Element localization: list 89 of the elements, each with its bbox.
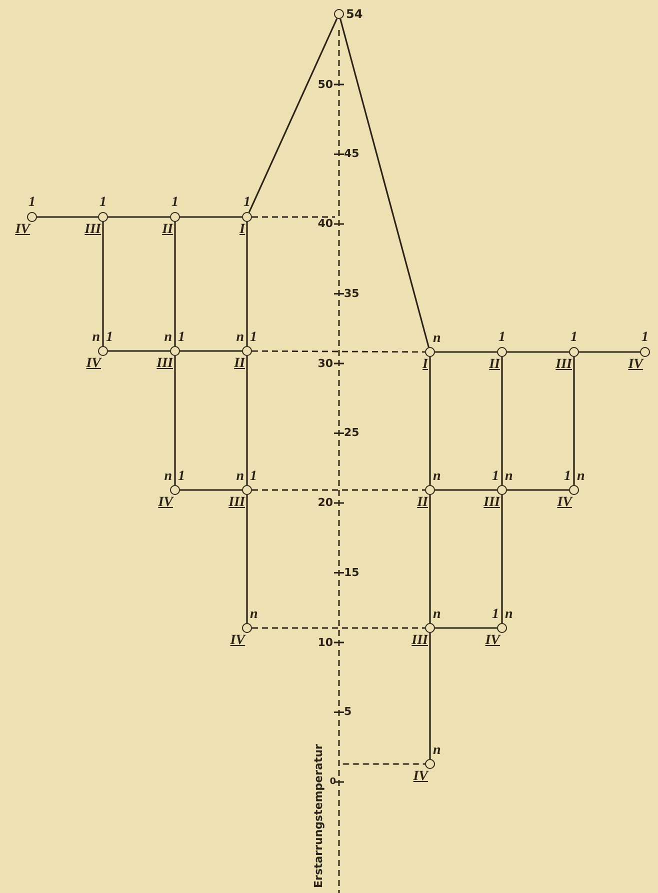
stage-numeral: III: [84, 223, 101, 237]
connector-line: [37, 216, 98, 218]
count-label: 1: [492, 608, 499, 622]
connector-line: [573, 357, 575, 485]
connector-line: [174, 222, 176, 346]
count-label: n: [164, 470, 172, 484]
tick-label: 10: [318, 636, 333, 648]
tick-label: 45: [344, 148, 360, 160]
count-label: 1: [250, 470, 257, 484]
connector-line: [180, 350, 242, 352]
dashed-connector: [252, 350, 425, 353]
stage-numeral: III: [156, 357, 173, 371]
connector-line: [180, 216, 242, 218]
dashed-connector: [252, 489, 425, 491]
tick-label: 35: [344, 288, 360, 299]
connector-line: [102, 222, 104, 346]
count-label: 1: [178, 470, 185, 484]
count-label: 1: [492, 470, 499, 484]
count-label: 1: [498, 331, 506, 345]
stage-numeral: III: [484, 496, 500, 510]
count-label: n: [433, 608, 441, 622]
stage-numeral: II: [417, 496, 428, 510]
count-label: 1: [642, 331, 648, 345]
count-label: n: [92, 331, 100, 345]
connector-line: [246, 495, 248, 623]
tick-label: 15: [344, 566, 360, 578]
connector-line: [174, 356, 176, 485]
axis-title: Erstarrungstemperatur: [313, 744, 324, 888]
count-label: n: [433, 470, 441, 484]
stage-numeral: IV: [413, 770, 428, 784]
count-label: n: [164, 331, 172, 345]
connector-line: [248, 18, 338, 213]
connector-line: [435, 351, 497, 353]
stage-numeral: I: [240, 223, 245, 237]
connector-line: [501, 495, 503, 623]
connector-line: [435, 489, 497, 491]
count-label: 1: [28, 196, 36, 210]
stage-numeral: I: [422, 358, 428, 372]
tick-label: 40: [318, 218, 333, 229]
connector-line: [429, 633, 431, 759]
stage-numeral: II: [489, 358, 500, 372]
count-label: 1: [100, 196, 106, 210]
count-label: n: [433, 744, 441, 758]
tick-label: 25: [344, 427, 360, 438]
stage-numeral: IV: [557, 496, 572, 510]
stage-numeral: III: [228, 496, 245, 510]
connector-line: [507, 489, 569, 491]
count-label: n: [250, 608, 258, 622]
stage-numeral: IV: [15, 223, 30, 237]
connector-line: [246, 356, 248, 485]
stage-numeral: IV: [230, 634, 245, 648]
connector-line: [246, 222, 248, 346]
tick-label: 20: [318, 497, 333, 508]
count-label: n: [577, 470, 585, 484]
count-label: 1: [564, 470, 571, 484]
count-label: 1: [570, 331, 578, 345]
count-label: 1: [106, 331, 113, 345]
connector-line: [501, 357, 503, 485]
stage-numeral: IV: [86, 357, 101, 371]
connector-line: [429, 495, 431, 623]
connector-line: [507, 351, 569, 353]
connector-line: [579, 351, 640, 353]
count-label: 1: [250, 331, 257, 345]
count-label: 1: [244, 196, 250, 210]
count-label: n: [236, 331, 244, 345]
tick-label: 50: [318, 78, 333, 90]
count-label: n: [505, 608, 513, 622]
stage-numeral: IV: [485, 634, 500, 648]
dashed-connector: [252, 627, 425, 629]
connector-line: [435, 627, 497, 629]
tick-label: 5: [344, 706, 352, 718]
stage-numeral: III: [412, 634, 428, 648]
stage-numeral: III: [556, 358, 572, 372]
connector-line: [108, 216, 170, 218]
stage-numeral: IV: [628, 358, 643, 372]
count-label: n: [433, 332, 441, 346]
temperature-value: 54: [346, 8, 363, 20]
connector-line: [180, 489, 242, 491]
stage-numeral: IV: [158, 496, 173, 510]
count-label: 1: [178, 331, 185, 345]
connector-line: [340, 18, 430, 348]
count-label: 1: [172, 196, 178, 210]
count-label: n: [236, 470, 244, 484]
count-label: n: [505, 470, 513, 484]
connector-line: [108, 350, 170, 352]
stage-numeral: II: [234, 357, 245, 371]
stage-numeral: II: [162, 223, 173, 237]
connector-line: [429, 357, 431, 485]
tick-label: 30: [318, 358, 333, 368]
